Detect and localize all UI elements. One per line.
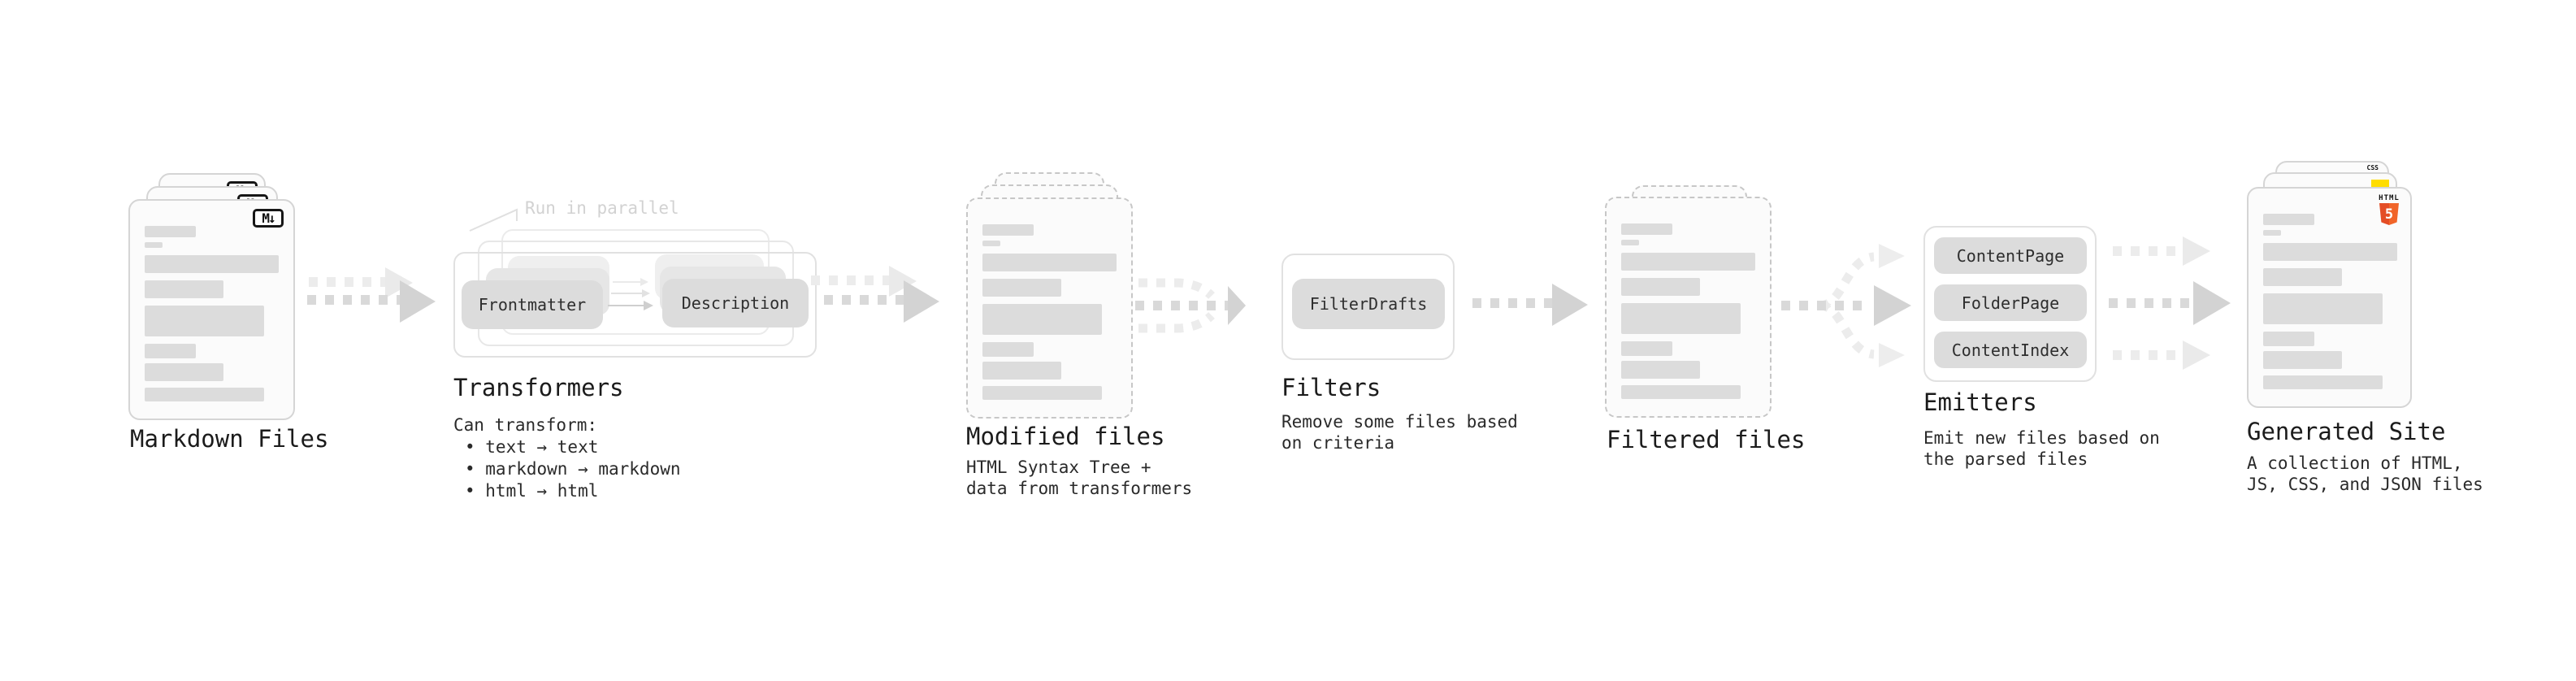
flow-arrow-dashes (2113, 350, 2184, 360)
doc-content-bar (2263, 214, 2314, 225)
emitter-box-contentpage: ContentPage (1934, 237, 2087, 274)
doc-content-bar (145, 226, 196, 237)
flow-arrow-head (2183, 340, 2210, 370)
doc-content-bar (1621, 223, 1672, 235)
transformer-box-description: Description (662, 279, 809, 327)
doc-content-bar (982, 224, 1034, 236)
doc-content-bar (145, 255, 279, 273)
doc-content-bar (982, 279, 1061, 297)
mini-flow-arrows (608, 278, 653, 310)
subtitle-line: JS, CSS, and JSON files (2247, 475, 2483, 494)
emitter-box-contentindex: ContentIndex (1934, 332, 2087, 368)
doc-content-bar (2263, 243, 2397, 261)
node-title: Modified files (966, 423, 1165, 450)
flow-arrow-dashes (811, 275, 889, 285)
subtitle-line: Can transform: (453, 415, 598, 435)
node-title: Emitters (1923, 388, 2037, 416)
doc-content-bar (2263, 230, 2281, 236)
transformer-box-frontmatter: Frontmatter (462, 280, 603, 329)
doc-page: M↓ (128, 199, 295, 420)
flow-arrow-head (904, 280, 939, 323)
doc-content-bar (145, 280, 223, 298)
doc-content-bar (145, 306, 264, 336)
flow-arrow-head (2193, 281, 2231, 325)
doc-content-bar (982, 241, 1000, 246)
doc-content-bar (1621, 385, 1741, 399)
node-title: Generated Site (2247, 418, 2446, 445)
flow-arrow-dashes (2113, 246, 2184, 256)
doc-content-bar (1621, 361, 1700, 379)
node-title: Transformers (453, 374, 624, 401)
flow-arrow-dashes (309, 277, 387, 287)
doc-content-bar (1621, 341, 1672, 356)
markdown-files-node: M↓ M↓ M↓ (128, 173, 295, 421)
run-in-parallel-annotation: Run in parallel (525, 198, 679, 218)
doc-content-bar (145, 242, 163, 248)
doc-content-bar (1621, 240, 1639, 245)
flow-arrow-dashes (1472, 298, 1552, 308)
subtitle-line: Emit new files based on (1923, 428, 2160, 448)
transformer-container (453, 252, 817, 358)
flow-arrow-head (2183, 236, 2210, 266)
html5-icon: HTML 5 (2371, 195, 2407, 225)
doc-page (1605, 197, 1772, 418)
doc-content-bar (982, 342, 1034, 357)
doc-content-bar (2263, 351, 2342, 369)
doc-content-bar (1621, 303, 1741, 334)
filtered-files-node (1605, 185, 1772, 421)
generated-site-node: CSS HTML 5 (2247, 161, 2413, 409)
doc-content-bar (982, 362, 1061, 380)
node-subtitle: Emit new files based on the parsed files (1923, 427, 2160, 470)
flow-arrow-head (400, 280, 436, 323)
subtitle-line: data from transformers (966, 479, 1193, 498)
doc-content-bar (1621, 253, 1755, 271)
emitter-box-folderpage: FolderPage (1934, 284, 2087, 321)
callout-line (469, 208, 518, 232)
html5-shield: 5 (2379, 203, 2399, 225)
subtitle-line: the parsed files (1923, 449, 2088, 469)
transformer-bullet: • text → text (465, 437, 599, 457)
subtitle-line: A collection of HTML, (2247, 453, 2463, 473)
node-title: Filtered files (1607, 426, 1806, 453)
doc-content-bar (2263, 293, 2383, 324)
subtitle-line: Remove some files based (1281, 412, 1518, 432)
flow-arrow-dashes (307, 295, 400, 305)
filters-container (1281, 254, 1455, 360)
modified-files-node (966, 172, 1133, 420)
doc-content-bar (145, 363, 223, 381)
doc-content-bar (145, 388, 264, 401)
node-subtitle: Can transform: • text → text • markdown … (453, 414, 681, 502)
doc-content-bar (1621, 278, 1700, 296)
doc-content-bar (2263, 332, 2314, 346)
transformer-bullet: • html → html (465, 481, 599, 501)
doc-content-bar (2263, 375, 2383, 389)
node-title: Filters (1281, 374, 1381, 401)
doc-page: HTML 5 (2247, 187, 2412, 408)
doc-page (966, 197, 1133, 419)
doc-content-bar (982, 304, 1102, 335)
flow-arrow-dashes (2109, 298, 2193, 308)
node-subtitle: A collection of HTML, JS, CSS, and JSON … (2247, 453, 2483, 495)
filter-box-filterdrafts: FilterDrafts (1292, 279, 1445, 329)
subtitle-line: on criteria (1281, 433, 1395, 453)
doc-content-bar (145, 344, 196, 358)
doc-content-bar (982, 254, 1117, 271)
doc-content-bar (982, 386, 1102, 400)
node-title: Markdown Files (130, 425, 329, 453)
split-arrow (1781, 244, 1911, 367)
node-subtitle: Remove some files based on criteria (1281, 411, 1518, 453)
node-subtitle: HTML Syntax Tree + data from transformer… (966, 457, 1192, 499)
transformer-bullet: • markdown → markdown (465, 459, 681, 479)
merge-arrow (1135, 278, 1246, 333)
markdown-icon: M↓ (253, 209, 284, 228)
emitters-container (1923, 226, 2097, 382)
flow-arrow-head (1552, 284, 1588, 326)
doc-content-bar (2263, 268, 2342, 286)
flow-arrow-dashes (824, 295, 904, 305)
subtitle-line: HTML Syntax Tree + (966, 458, 1151, 477)
html5-word: HTML (2379, 194, 2400, 202)
